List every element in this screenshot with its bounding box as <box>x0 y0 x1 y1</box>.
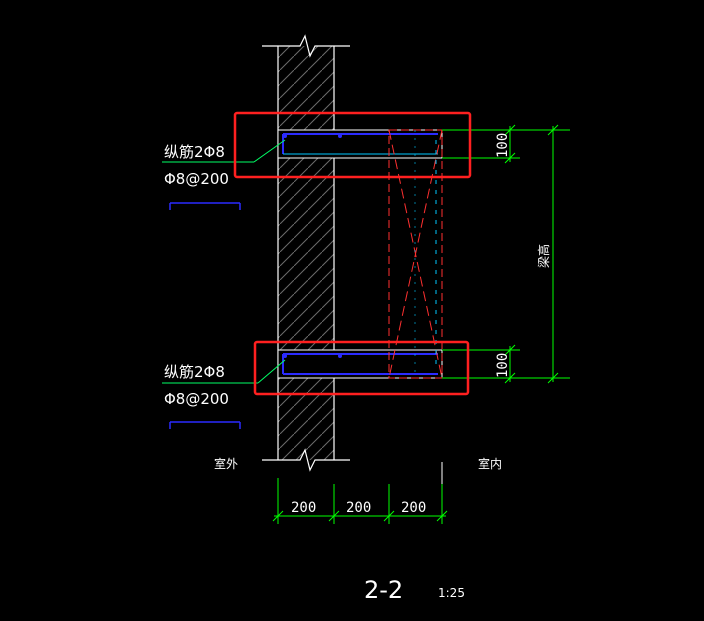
inside-label: 室内 <box>478 456 502 471</box>
scale-label: 1:25 <box>438 586 465 600</box>
beam-height-label: 梁高 <box>536 244 551 268</box>
bottom-break-line <box>262 448 350 472</box>
dim-bottom-2: 200 <box>346 500 371 516</box>
bottom-callout <box>162 359 286 429</box>
top-callout-rebar: 纵筋2Φ8 <box>164 143 225 161</box>
bottom-callout-rebar: 纵筋2Φ8 <box>164 363 225 381</box>
outside-label: 室外 <box>214 456 238 471</box>
top-callout-stirrup: Φ8@200 <box>164 170 229 188</box>
bottom-band <box>277 349 443 379</box>
top-highlight-box <box>233 111 472 179</box>
section-title: 2-2 <box>364 576 403 604</box>
dim-bottom-thickness: 100 <box>495 353 511 378</box>
dim-bottom-1: 200 <box>291 500 316 516</box>
masonry-wall <box>262 34 350 472</box>
dim-top-thickness: 100 <box>495 133 511 158</box>
top-break-line <box>262 34 350 58</box>
top-band <box>277 129 443 159</box>
dim-bottom-3: 200 <box>401 500 426 516</box>
bottom-dimension <box>272 478 448 524</box>
bottom-highlight-box <box>253 340 470 396</box>
right-dimensions <box>442 124 570 384</box>
top-callout <box>162 139 286 210</box>
bottom-callout-stirrup: Φ8@200 <box>164 390 229 408</box>
void-opening <box>388 129 443 379</box>
